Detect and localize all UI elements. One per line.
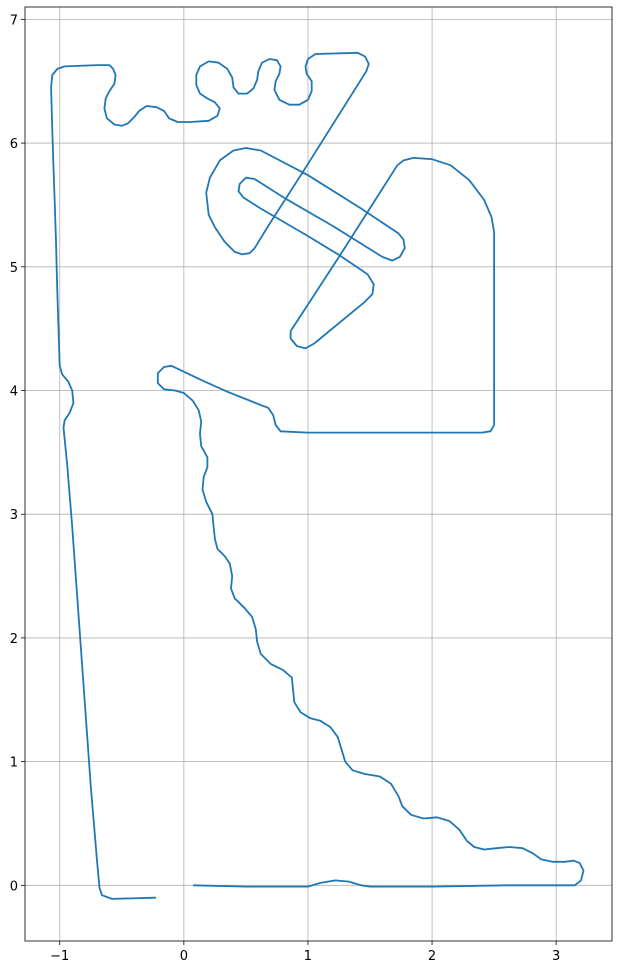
y-tick-label: 2 [10,632,18,647]
y-tick-label: 7 [10,13,18,28]
y-tick-label: 4 [10,384,18,399]
y-tick-label: 0 [10,879,18,894]
series-group [50,51,585,900]
ticks: −1 0 1 2 3 0 1 2 3 4 5 6 7 [10,13,561,964]
y-tick-label: 5 [10,261,18,276]
series-line [50,51,585,900]
x-tick-label: 0 [180,949,188,964]
x-tick-label: −1 [50,949,69,964]
y-tick-label: 6 [10,137,18,152]
axes-frame [24,6,613,942]
x-tick-label: 2 [428,949,436,964]
y-tick-label: 3 [10,508,18,523]
x-tick-label: 1 [304,949,312,964]
x-tick-label: 3 [552,949,560,964]
y-tick-label: 1 [10,756,18,771]
